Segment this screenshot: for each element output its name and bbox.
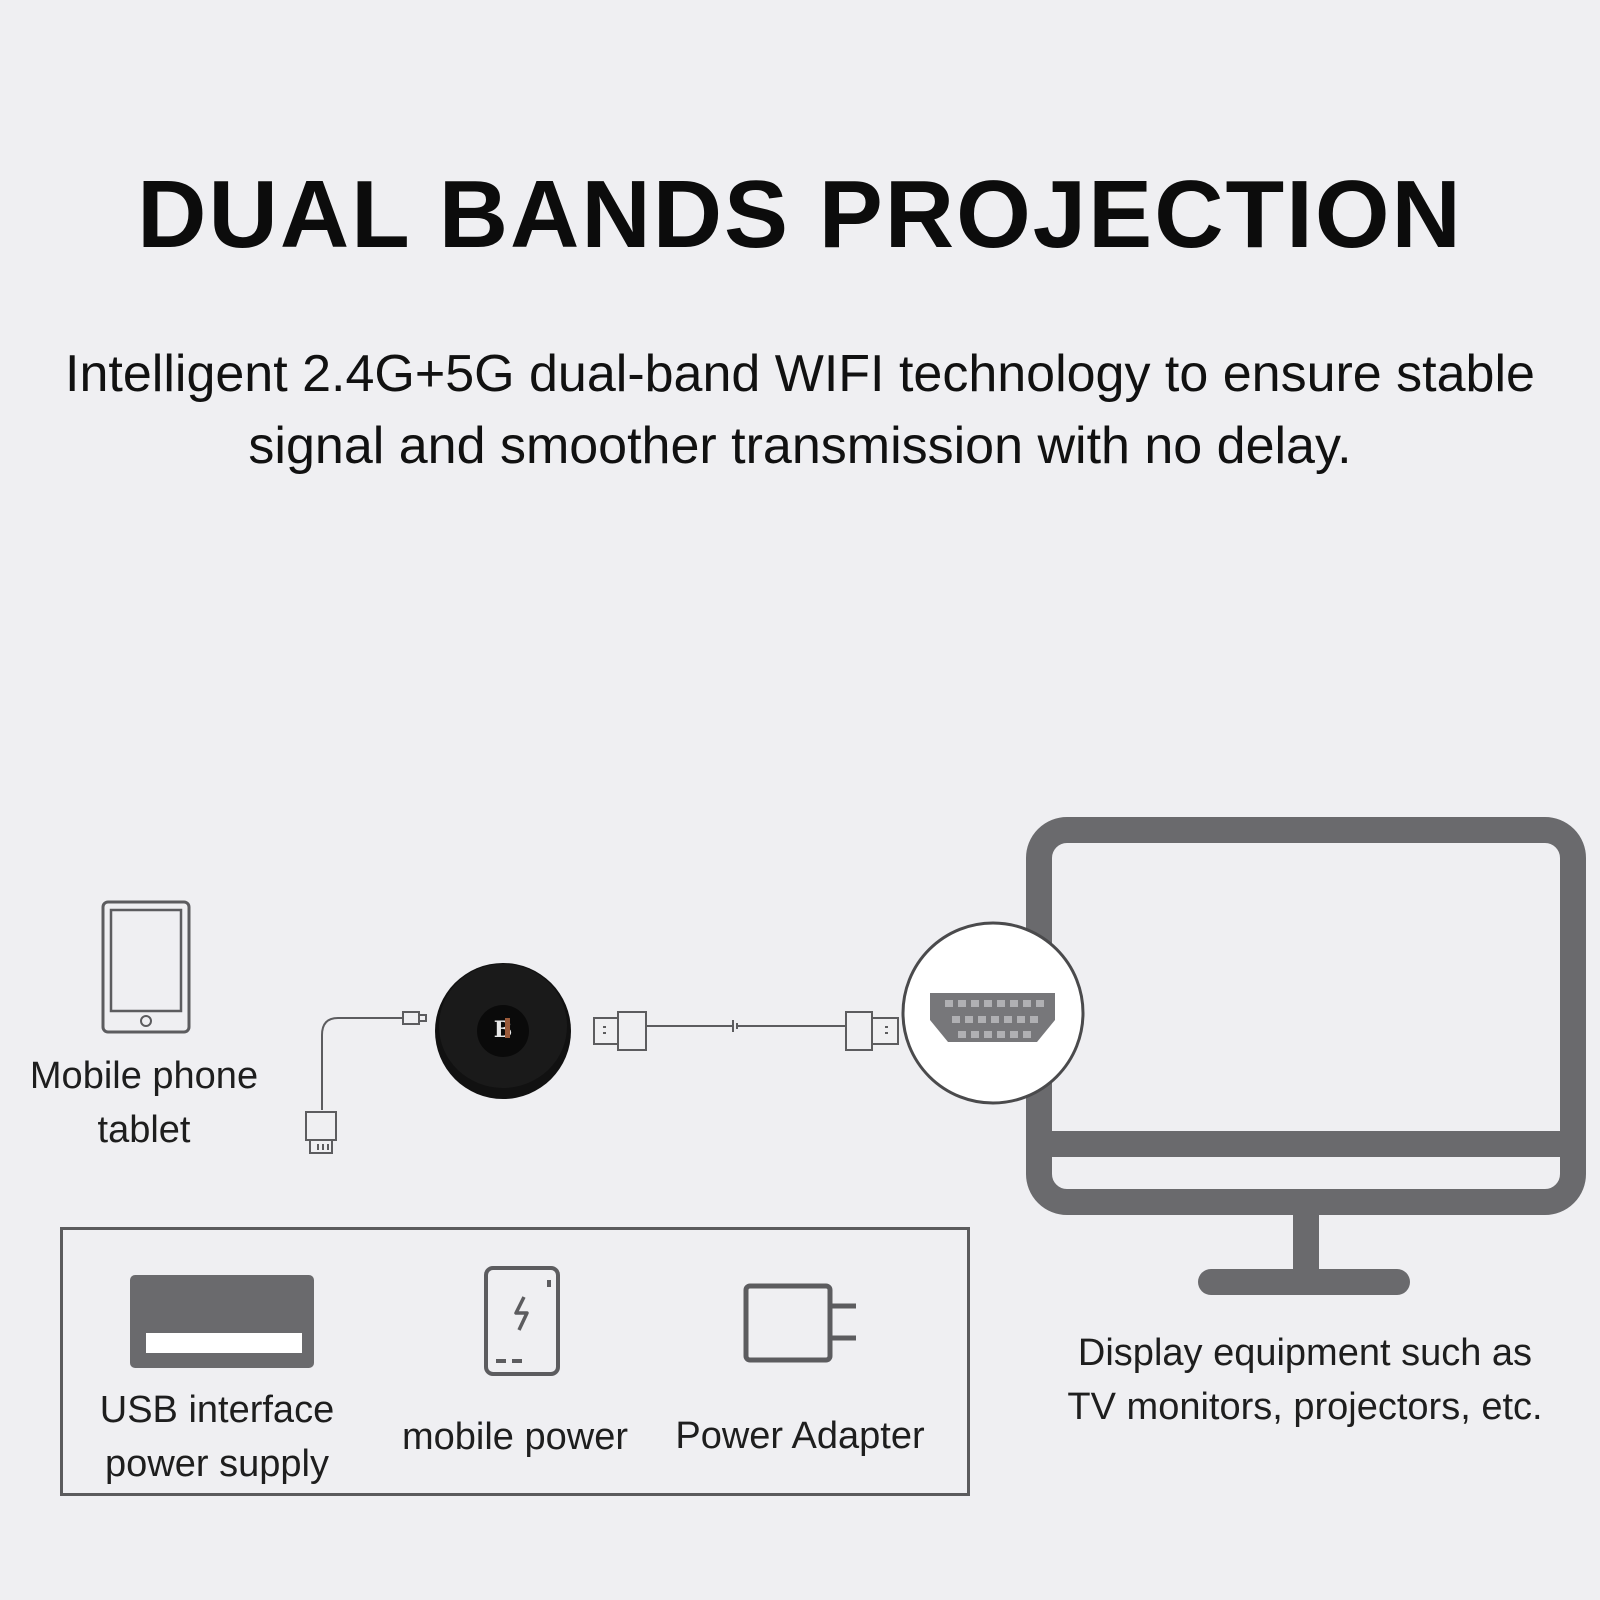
power-bank-icon — [484, 1266, 560, 1376]
subtitle-line-1: Intelligent 2.4G+5G dual-band WIFI techn… — [65, 345, 1535, 403]
tablet-icon — [101, 900, 191, 1034]
usb-power-label-line-2: power supply — [105, 1443, 329, 1485]
dongle-icon: B — [435, 963, 571, 1099]
hdmi-port-icon — [901, 921, 1085, 1105]
subtitle: Intelligent 2.4G+5G dual-band WIFI techn… — [20, 338, 1580, 482]
mobile-device-label-line-2: tablet — [97, 1109, 191, 1151]
power-adapter-icon — [743, 1283, 856, 1363]
usb-power-label: USB interface power supply — [72, 1383, 362, 1491]
headline: DUAL BANDS PROJECTION — [137, 161, 1463, 268]
mobile-device-label: Mobile phone tablet — [0, 1049, 288, 1157]
mobile-power-label: mobile power — [402, 1416, 628, 1458]
usb-cable-icon — [305, 1011, 427, 1154]
subtitle-line-2: signal and smoother transmission with no… — [248, 417, 1352, 475]
power-options-box — [60, 1227, 970, 1496]
hdmi-cable-icon — [593, 1011, 899, 1051]
monitor-icon — [1026, 817, 1586, 1295]
usb-port-icon — [130, 1275, 314, 1368]
mobile-device-label-line-1: Mobile phone — [29, 1055, 259, 1097]
display-equipment-label: Display equipment such as TV monitors, p… — [1040, 1326, 1570, 1434]
display-equipment-label-line-2: TV monitors, projectors, etc. — [1067, 1386, 1543, 1428]
usb-power-label-line-1: USB interface — [99, 1389, 335, 1431]
display-equipment-label-line-1: Display equipment such as — [1077, 1332, 1533, 1374]
power-adapter-label: Power Adapter — [675, 1415, 925, 1457]
